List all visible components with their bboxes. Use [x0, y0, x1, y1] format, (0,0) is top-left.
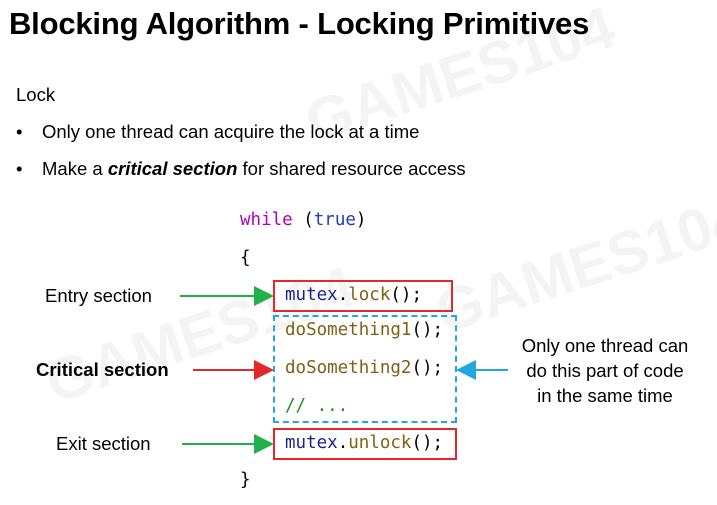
code-punct: )	[355, 210, 367, 230]
note-line: in the same time	[537, 385, 673, 406]
entry-section-box	[273, 280, 453, 312]
code-punct: .	[337, 433, 349, 453]
bullet-item: • Only one thread can acquire the lock at…	[16, 121, 419, 143]
code-brace-open: {	[240, 248, 251, 268]
bullet-dot: •	[16, 121, 23, 142]
exit-section-box	[273, 428, 457, 460]
code-keyword: while	[240, 210, 293, 230]
code-punct: .	[337, 285, 349, 305]
code-while-line: while (true)	[240, 210, 366, 230]
slide-title: Blocking Algorithm - Locking Primitives	[9, 6, 590, 41]
code-comment: // ...	[285, 396, 349, 416]
code-lock-line: mutex.lock();	[285, 285, 422, 305]
note-line: Only one thread can	[521, 335, 689, 356]
code-object: mutex	[285, 433, 338, 453]
exit-section-label: Exit section	[56, 433, 151, 454]
bullet-text: for shared resource access	[237, 158, 466, 179]
bullet-text: Only one thread can acquire the lock at …	[42, 121, 420, 142]
exclusive-note: Only one thread can do this part of code…	[505, 333, 705, 408]
entry-section-label: Entry section	[45, 285, 152, 306]
code-unlock-line: mutex.unlock();	[285, 433, 443, 453]
bullet-dot: •	[16, 158, 23, 179]
bullet-text: Make a	[42, 158, 108, 179]
bullet-item: • Make a critical section for shared reso…	[16, 158, 466, 180]
code-punct: ();	[390, 285, 422, 305]
code-punct: ();	[411, 358, 444, 378]
code-function: doSomething1	[285, 320, 412, 340]
code-punct: ();	[411, 433, 444, 453]
code-do-something-1: doSomething1();	[285, 320, 443, 340]
critical-section-label: Critical section	[36, 359, 169, 380]
code-punct: ();	[411, 320, 444, 340]
code-function: unlock	[348, 433, 412, 453]
code-punct: (	[292, 210, 314, 230]
code-brace-close: }	[240, 470, 251, 490]
bullet-emphasis: critical section	[107, 158, 238, 179]
code-object: mutex	[285, 285, 338, 305]
code-do-something-2: doSomething2();	[285, 358, 443, 378]
code-function: lock	[348, 285, 391, 305]
note-line: do this part of code	[526, 360, 684, 381]
code-literal: true	[313, 210, 356, 230]
subheading-lock: Lock	[16, 84, 56, 105]
code-function: doSomething2	[285, 358, 412, 378]
